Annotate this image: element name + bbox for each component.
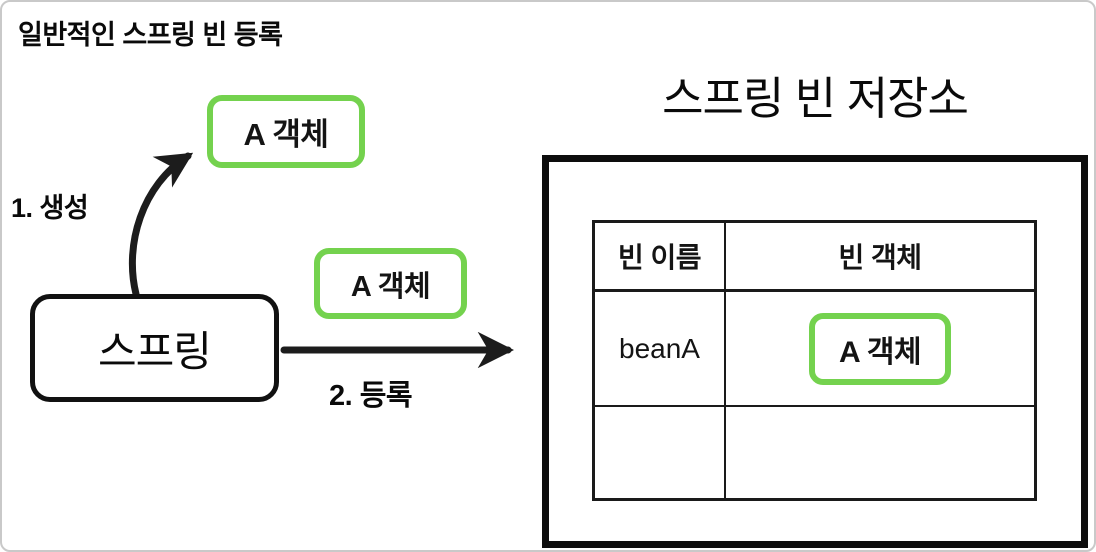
bean-table: 빈 이름 빈 객체 beanA A 객체 xyxy=(592,220,1037,501)
table-cell-bean-object: A 객체 xyxy=(726,292,1034,407)
step1-label: 1. 생성 xyxy=(11,193,89,223)
object-box-stored: A 객체 xyxy=(809,312,951,385)
object-box-registering: A 객체 xyxy=(314,248,467,319)
object-box-created: A 객체 xyxy=(207,95,365,168)
column-header-bean-name: 빈 이름 xyxy=(595,223,726,292)
create-arrow xyxy=(128,152,194,298)
table-cell-bean-name: beanA xyxy=(595,292,726,407)
step2-label: 2. 등록 xyxy=(329,380,413,412)
column-header-bean-object: 빈 객체 xyxy=(726,223,1034,292)
repository-title: 스프링 빈 저장소 xyxy=(662,73,969,124)
diagram-title: 일반적인 스프링 빈 등록 xyxy=(18,20,283,50)
table-cell-empty-object xyxy=(726,407,1034,498)
spring-box: 스프링 xyxy=(30,294,279,402)
table-cell-empty-name xyxy=(595,407,726,498)
